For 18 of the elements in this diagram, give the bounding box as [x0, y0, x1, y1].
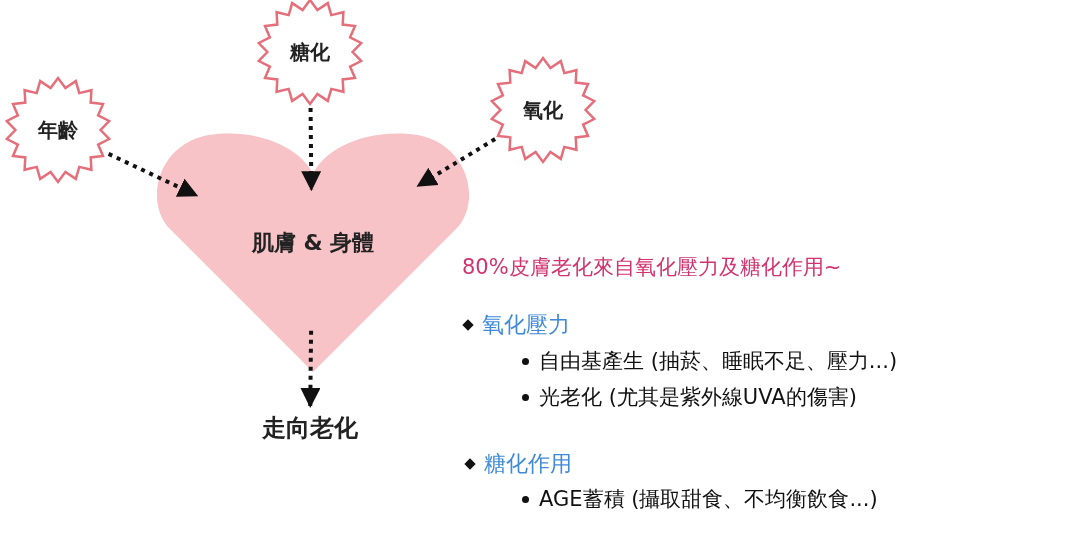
node-label: 年齡	[38, 116, 78, 144]
dotted-arrow	[301, 108, 322, 192]
dotted-arrow	[300, 330, 321, 408]
starburst-shape	[6, 78, 110, 182]
section-heading: 糖化作用	[484, 450, 572, 478]
node-label: 走向老化	[262, 413, 358, 444]
node-label: 肌膚 & 身體	[250, 229, 376, 257]
starburst-shape	[491, 58, 595, 162]
list-item-text: 自由基產生 (抽菸、睡眠不足、壓力...)	[539, 348, 898, 375]
dotted-arrow	[416, 137, 497, 188]
node-label: 氧化	[523, 96, 563, 124]
section-heading: 氧化壓力	[482, 311, 570, 339]
starburst-shape	[258, 0, 362, 104]
dotted-arrow	[107, 152, 199, 198]
list-item-text: 光老化 (尤其是紫外線UVA的傷害)	[539, 384, 857, 411]
list-item-text: AGE蓄積 (攝取甜食、不均衡飲食...)	[539, 486, 878, 513]
summary-heading: 80%皮膚老化來自氧化壓力及糖化作用~	[462, 254, 842, 281]
node-label: 糖化	[290, 38, 330, 66]
